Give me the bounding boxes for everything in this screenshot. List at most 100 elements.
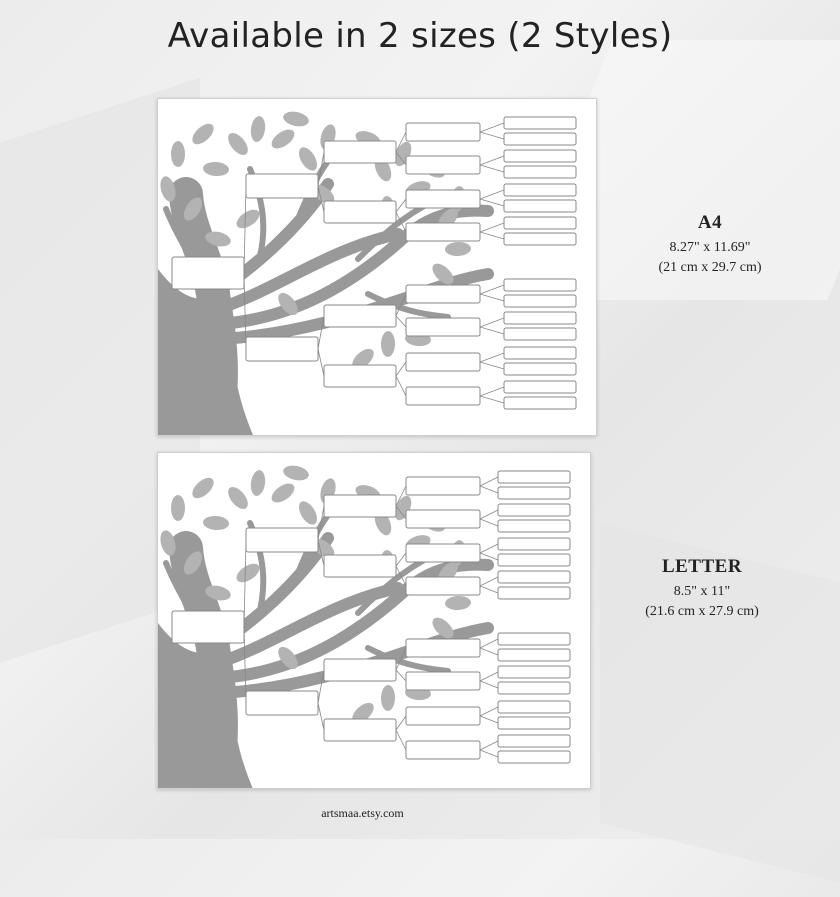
leaf-shape <box>228 132 248 156</box>
name-box <box>497 681 571 695</box>
connector-line <box>479 509 499 520</box>
name-box <box>497 486 571 500</box>
leaf-shape <box>205 231 231 247</box>
name-box <box>405 189 481 209</box>
leaf-shape <box>203 161 229 177</box>
connector-line <box>395 211 407 233</box>
connector-line <box>317 702 325 731</box>
connector-line <box>479 222 505 233</box>
connector-line <box>243 185 247 274</box>
leaf-shape <box>432 617 454 639</box>
connector-line <box>317 505 325 541</box>
connector-line <box>395 131 407 153</box>
connector-line <box>479 189 505 200</box>
leaf-shape <box>271 483 295 503</box>
name-box <box>405 476 481 496</box>
leaf-shape <box>183 197 203 221</box>
leaf-shape <box>250 116 266 142</box>
leaf-shape <box>171 141 185 167</box>
connector-line <box>479 749 499 758</box>
connector-line <box>479 671 499 682</box>
connector-line <box>395 715 407 731</box>
leaf-shape <box>236 563 260 583</box>
shop-url: artsmaa.etsy.com <box>321 806 404 820</box>
tree-branch <box>365 645 451 674</box>
leaf-shape <box>432 263 454 285</box>
connector-line <box>395 552 407 567</box>
name-box <box>323 304 397 328</box>
leaf-shape <box>192 477 214 499</box>
name-box <box>503 199 577 213</box>
connector-line <box>395 198 407 213</box>
name-box <box>497 648 571 662</box>
name-box <box>245 690 319 716</box>
family-tree-sheet-letter <box>157 452 591 789</box>
name-box <box>503 346 577 360</box>
connector-line <box>479 518 499 527</box>
name-box <box>405 638 481 658</box>
name-box <box>497 700 571 714</box>
size-dimension-inches: 8.5" x 11" <box>673 584 731 599</box>
connector-line <box>479 740 499 751</box>
name-box <box>503 132 577 146</box>
connector-line <box>395 647 407 671</box>
name-box <box>503 149 577 163</box>
name-box <box>405 352 481 372</box>
leaf-shape <box>278 292 298 316</box>
name-box <box>503 380 577 394</box>
size-label-a4: A4 8.27" x 11.69" (21 cm x 29.7 cm) <box>620 212 800 278</box>
name-box <box>405 509 481 529</box>
connector-line <box>479 284 505 295</box>
name-box <box>497 750 571 764</box>
family-tree-illustration <box>158 465 571 788</box>
name-box <box>503 294 577 308</box>
connector-line <box>317 315 325 350</box>
name-box <box>245 336 319 362</box>
connector-line <box>479 155 505 166</box>
connector-line <box>479 326 505 335</box>
name-box <box>323 658 397 682</box>
connector-line <box>479 585 499 594</box>
connector-line <box>479 395 505 404</box>
tree-branch <box>365 291 451 320</box>
name-box <box>323 718 397 742</box>
connector-line <box>479 647 499 656</box>
name-box <box>503 165 577 179</box>
name-box <box>497 519 571 533</box>
name-box <box>323 140 397 164</box>
connector-line <box>479 231 505 240</box>
leaf-shape <box>352 348 374 370</box>
name-box <box>405 671 481 691</box>
connector-line <box>395 151 407 166</box>
connector-line <box>395 505 407 520</box>
name-box <box>171 256 245 290</box>
name-box <box>503 216 577 230</box>
leaf-shape <box>445 241 471 257</box>
leaf-shape <box>299 147 317 171</box>
family-tree-sheet-a4 <box>157 98 597 436</box>
leaf-shape <box>171 495 185 521</box>
connector-line <box>395 485 407 507</box>
connector-line <box>243 272 247 350</box>
name-box <box>497 665 571 679</box>
name-box <box>171 610 245 644</box>
name-box-group <box>171 470 571 764</box>
connector-line <box>395 375 407 397</box>
leaf-shape <box>445 595 471 611</box>
leaf-shape <box>380 331 396 357</box>
connector-line <box>395 669 407 682</box>
connector-line <box>479 485 499 494</box>
name-box <box>503 327 577 341</box>
name-box-group <box>171 116 577 410</box>
connector-line <box>317 539 325 567</box>
connector-line <box>479 386 505 397</box>
size-dimension-cm: (21 cm x 29.7 cm) <box>658 260 762 275</box>
connector-line <box>395 293 407 317</box>
leaf-shape <box>236 209 260 229</box>
name-box <box>405 706 481 726</box>
name-box <box>497 716 571 730</box>
leaf-shape <box>380 685 396 711</box>
name-box <box>245 527 319 553</box>
connector-line <box>395 729 407 751</box>
name-box <box>503 278 577 292</box>
